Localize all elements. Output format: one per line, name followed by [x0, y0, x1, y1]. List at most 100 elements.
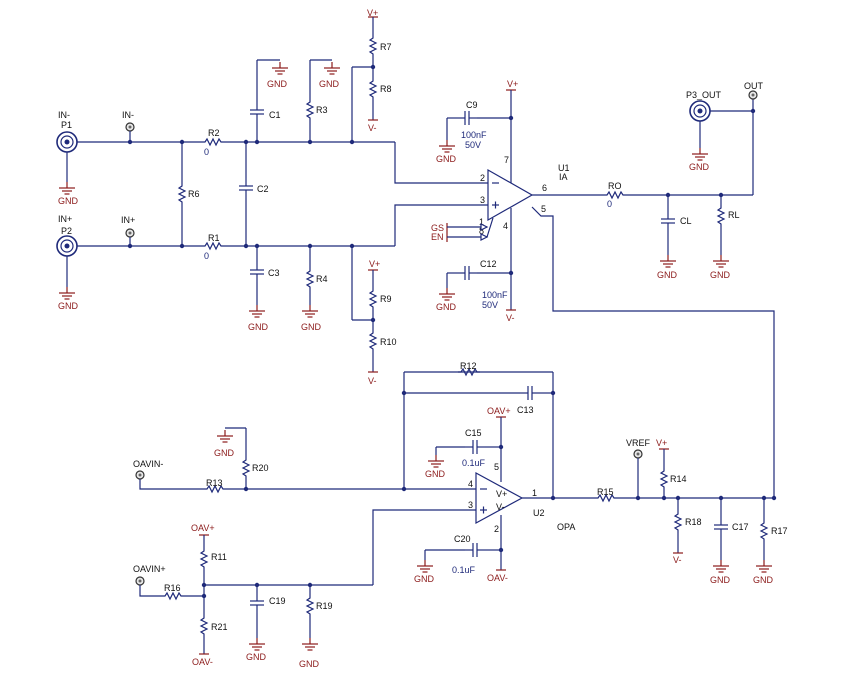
svg-text:2: 2 — [480, 173, 485, 183]
svg-text:0: 0 — [607, 199, 612, 209]
connector-label-p1: P1 — [61, 120, 72, 130]
net-label-vref: VREF — [626, 438, 651, 448]
svg-text:R14: R14 — [670, 474, 687, 484]
capacitor-c1: GND C1 — [249, 59, 289, 142]
svg-text:R19: R19 — [316, 601, 333, 611]
svg-text:GND: GND — [753, 575, 774, 585]
connector-p3: P3_OUT GND — [686, 90, 756, 172]
svg-text:OAV-: OAV- — [487, 573, 508, 583]
svg-text:R1: R1 — [208, 233, 220, 243]
resistor-r21: OAV- R21 — [192, 596, 228, 667]
resistor-r20: GND R20 — [214, 427, 269, 489]
capacitor-c3: C3 GND — [248, 246, 280, 332]
svg-text:GND: GND — [267, 79, 288, 89]
capacitor-c9: GND C9 100nF 50V — [436, 100, 511, 164]
svg-text:4: 4 — [468, 479, 473, 489]
resistor-r2: R2 0 — [201, 128, 225, 157]
svg-text:C15: C15 — [465, 428, 482, 438]
svg-text:GND: GND — [710, 270, 731, 280]
resistor-r18: V- R18 — [673, 498, 702, 565]
resistor-r12: R12 — [457, 361, 481, 376]
svg-text:V+: V+ — [369, 259, 380, 269]
capacitor-c19: C19 GND — [246, 585, 286, 662]
resistor-r6: R6 — [178, 142, 200, 246]
svg-text:GND: GND — [436, 154, 457, 164]
svg-text:V+: V+ — [367, 8, 378, 18]
svg-text:R4: R4 — [316, 274, 328, 284]
capacitor-c13: C13 — [517, 385, 541, 415]
svg-text:R21: R21 — [211, 622, 228, 632]
svg-text:R3: R3 — [316, 105, 328, 115]
svg-text:V-: V- — [506, 313, 515, 323]
resistor-ro: RO 0 — [603, 181, 627, 209]
svg-text:50V: 50V — [482, 300, 498, 310]
svg-text:C2: C2 — [257, 184, 269, 194]
svg-text:5: 5 — [541, 204, 546, 214]
resistor-r1: R1 0 — [201, 233, 225, 261]
svg-text:GND: GND — [299, 659, 320, 669]
gs-en-inputs: GS EN — [431, 217, 494, 242]
resistor-r16: R16 — [161, 583, 185, 600]
svg-text:GND: GND — [319, 79, 340, 89]
capacitor-c15: GND C15 0.1uF — [425, 428, 501, 479]
net-label-gs: GS — [431, 223, 444, 233]
capacitor-c17: C17 GND — [710, 498, 749, 585]
instrumentation-amplifier-u1: U1 IA 2 3 6 5 7 4 1 8 — [479, 155, 570, 236]
net-label-in-minus-conn: IN- — [58, 110, 70, 120]
svg-text:GND: GND — [301, 322, 322, 332]
svg-text:R10: R10 — [380, 337, 397, 347]
net-label-in-plus-conn: IN+ — [58, 214, 72, 224]
resistor-r11: OAV+ R11 — [191, 523, 227, 585]
svg-text:7: 7 — [504, 155, 509, 165]
connector-label-p2: P2 — [61, 226, 72, 236]
svg-text:V-: V- — [368, 123, 377, 133]
svg-text:R11: R11 — [211, 552, 227, 562]
net-label-in-minus: IN- — [122, 110, 134, 120]
u2-refdes: U2 — [533, 508, 545, 518]
svg-text:RO: RO — [608, 181, 622, 191]
svg-text:R12: R12 — [460, 361, 477, 371]
gnd-label: GND — [58, 196, 79, 206]
resistor-r4: R4 GND — [301, 246, 328, 332]
connector-p2: IN+ P2 GND — [56, 214, 79, 311]
svg-text:GND: GND — [414, 574, 435, 584]
svg-text:3: 3 — [468, 500, 473, 510]
svg-text:R8: R8 — [380, 84, 392, 94]
svg-text:R13: R13 — [206, 478, 223, 488]
u1-type: IA — [559, 172, 568, 182]
svg-text:R20: R20 — [252, 463, 269, 473]
svg-text:C12: C12 — [480, 259, 497, 269]
capacitor-c20: GND C20 0.1uF — [414, 534, 501, 584]
svg-text:0: 0 — [204, 147, 209, 157]
svg-text:GND: GND — [248, 322, 269, 332]
opamp-u2: V+ V- U2 OPA 4 3 1 5 2 — [468, 462, 575, 534]
svg-text:GND: GND — [214, 448, 235, 458]
resistor-r10: R10 V- — [368, 320, 397, 386]
svg-text:2: 2 — [494, 524, 499, 534]
svg-text:GND: GND — [246, 652, 267, 662]
svg-text:V+: V+ — [507, 79, 518, 89]
capacitor-c2: C2 — [238, 142, 269, 246]
connector-p1: IN- P1 GND — [56, 110, 79, 206]
svg-text:OAV+: OAV+ — [487, 406, 511, 416]
svg-text:R15: R15 — [597, 487, 614, 497]
resistor-r3: GND R3 — [306, 59, 341, 142]
svg-text:V+: V+ — [656, 438, 667, 448]
svg-text:0: 0 — [204, 251, 209, 261]
svg-text:GND: GND — [425, 469, 446, 479]
resistor-r14: V+ R14 — [656, 438, 687, 498]
svg-text:C3: C3 — [268, 268, 280, 278]
svg-text:R7: R7 — [380, 42, 392, 52]
svg-text:R2: R2 — [208, 128, 220, 138]
net-label-oavin-plus: OAVIN+ — [133, 564, 166, 574]
svg-text:V-: V- — [368, 376, 377, 386]
svg-text:R18: R18 — [685, 517, 702, 527]
svg-text:V+: V+ — [496, 489, 507, 499]
svg-text:0.1uF: 0.1uF — [462, 458, 486, 468]
svg-text:R17: R17 — [771, 526, 788, 536]
net-label-in-plus: IN+ — [121, 215, 135, 225]
svg-text:V-: V- — [673, 555, 682, 565]
svg-text:R9: R9 — [380, 294, 392, 304]
resistor-r13: R13 — [203, 478, 227, 493]
